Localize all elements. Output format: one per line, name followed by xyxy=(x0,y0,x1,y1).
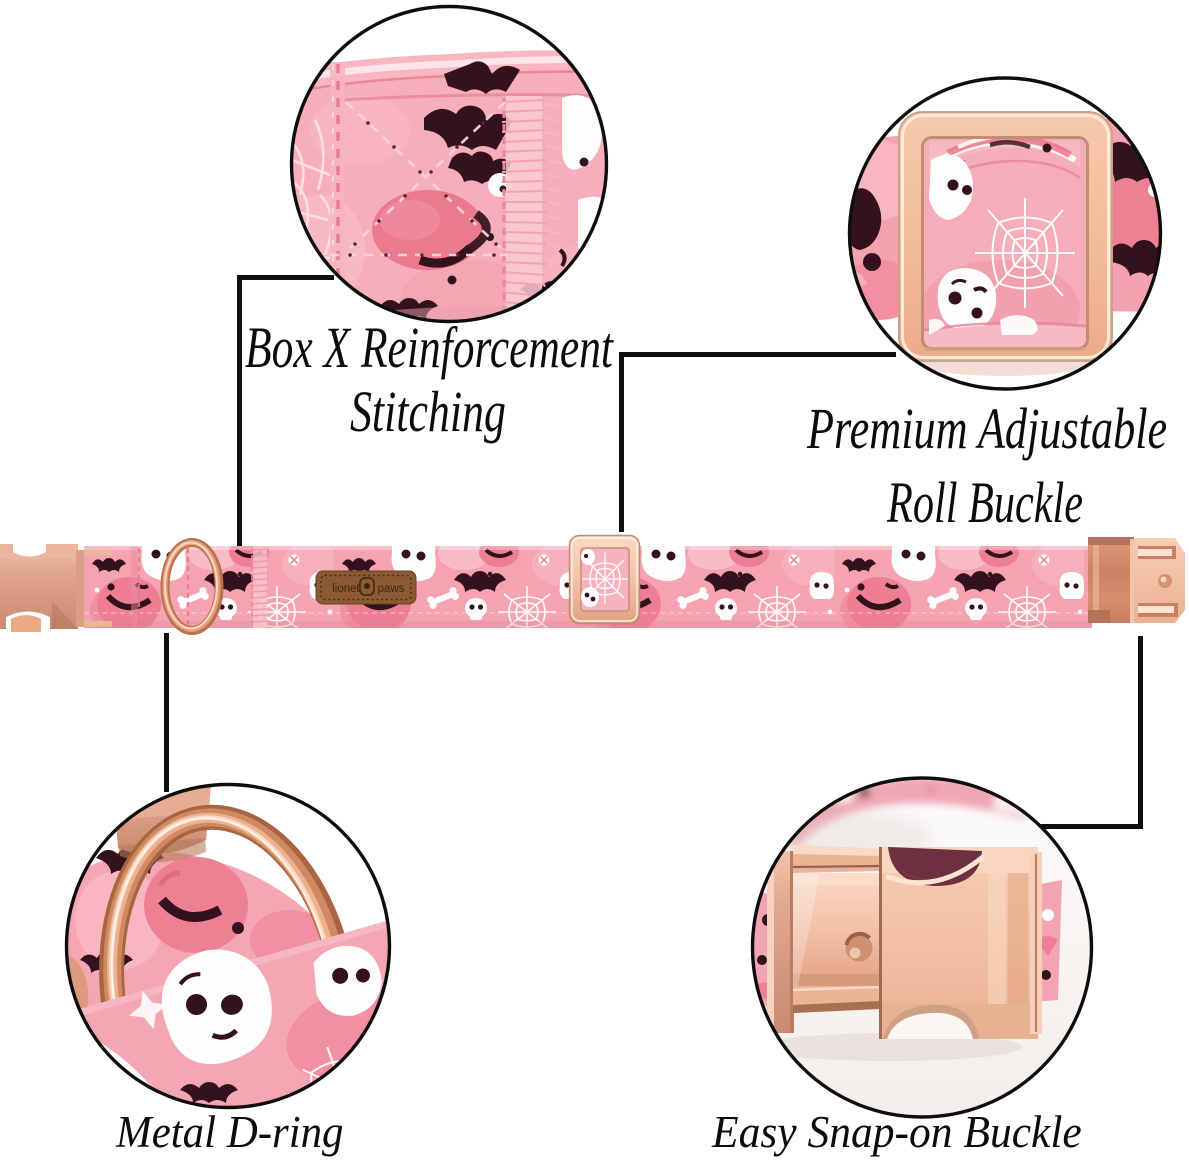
svg-text:lionet: lionet xyxy=(332,583,360,595)
svg-text:paws: paws xyxy=(378,583,405,595)
